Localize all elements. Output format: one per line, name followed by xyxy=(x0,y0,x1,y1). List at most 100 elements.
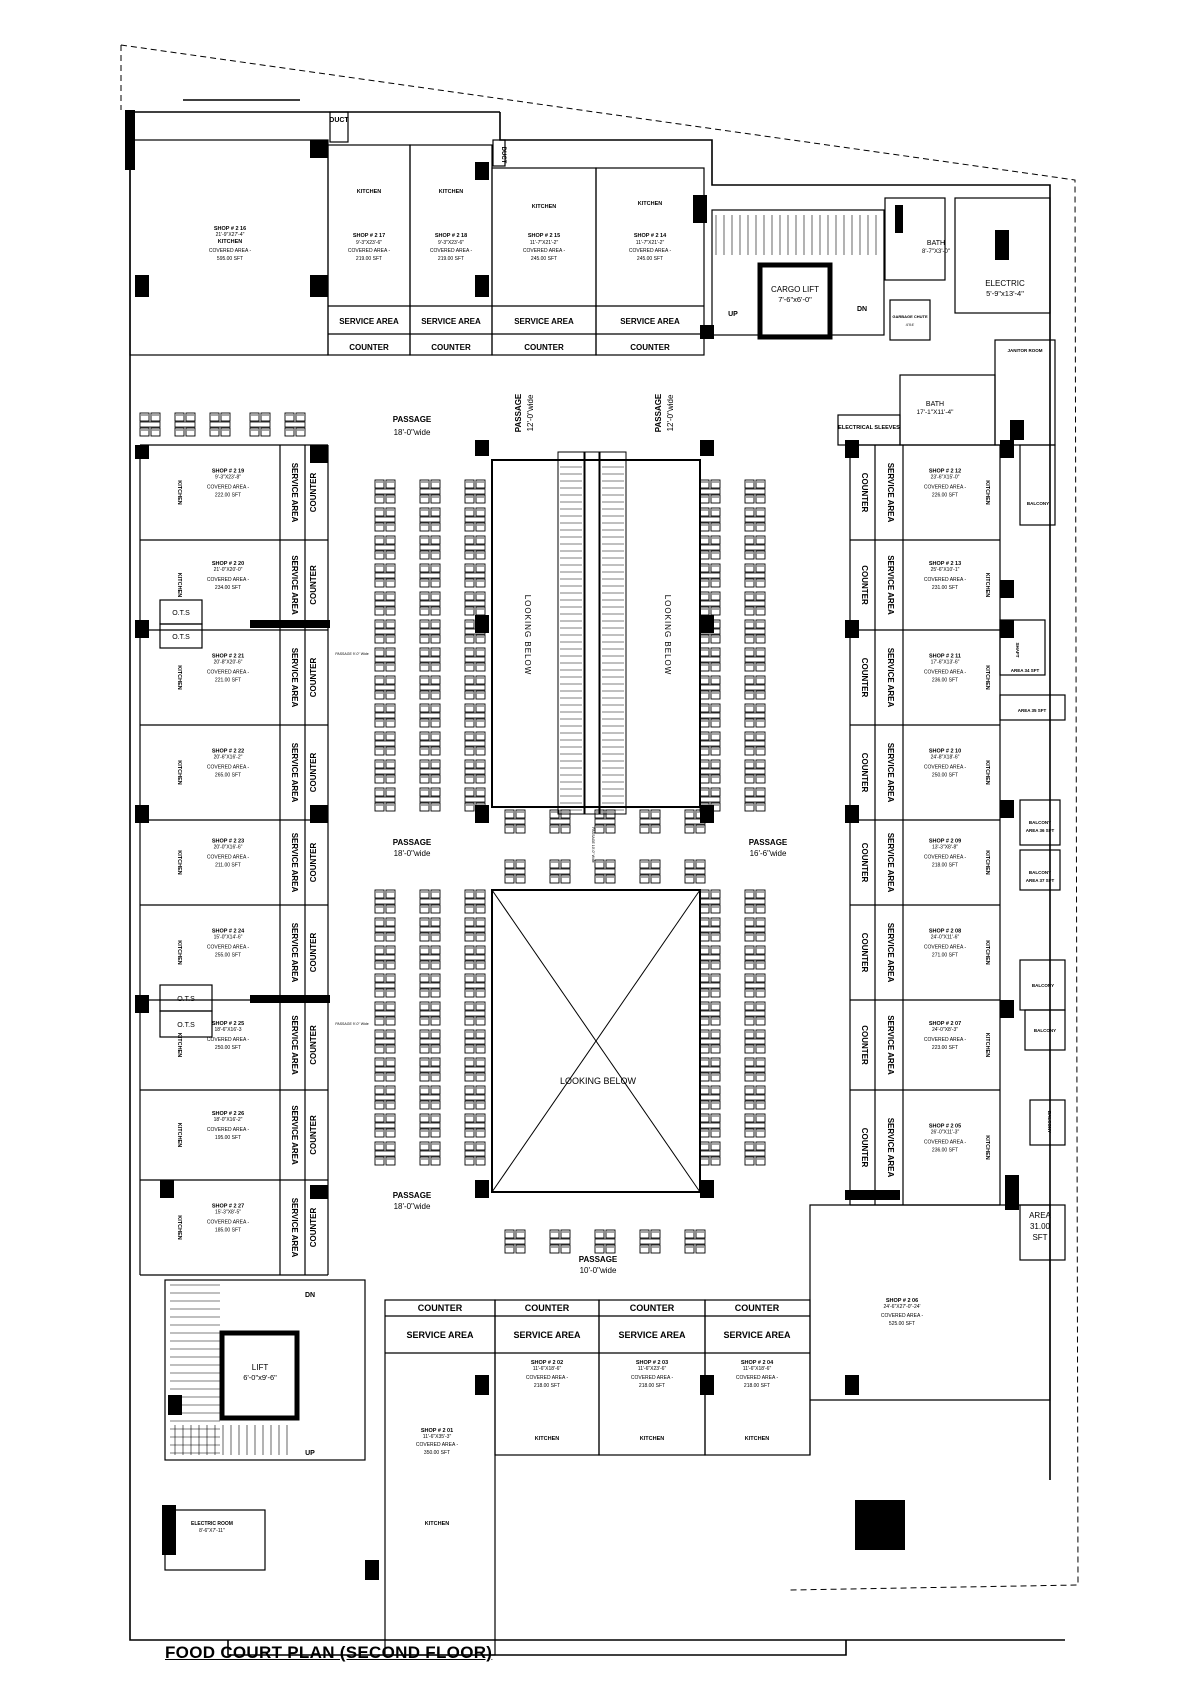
left-shop-5-service: SERVICE AREA xyxy=(290,833,299,893)
left-shop-9-area: 185.00 SFT xyxy=(215,1228,241,1234)
right-shop-6-covered: COVERED AREA - xyxy=(924,945,967,951)
shop-01-covered: COVERED AREA - xyxy=(416,1442,459,1448)
bottom-shop-1-area: 218.00 SFT xyxy=(534,1383,560,1389)
shop-01-name: SHOP # 2 01 xyxy=(421,1428,453,1434)
corner-shop-area: 595.00 SFT xyxy=(217,256,243,262)
right-shop-1-dim: 23'-6"X15'-0" xyxy=(931,475,960,481)
bottom-shop-3-dim: 11'-6"X18'-6" xyxy=(743,1366,772,1372)
right-shop-4-name: SHOP # 2 10 xyxy=(929,749,961,755)
left-shop-4-area: 265.00 SFT xyxy=(215,773,241,779)
balcony-area-4: AREA 37 SFT xyxy=(1026,878,1055,883)
left-shop-3-covered: COVERED AREA - xyxy=(207,670,250,676)
left-shop-1-covered: COVERED AREA - xyxy=(207,485,250,491)
left-shop-6-counter: COUNTER xyxy=(309,933,318,973)
top-shop-2-covered: COVERED AREA - xyxy=(430,248,473,254)
electric-dim: 5'-9"x13'-4" xyxy=(986,289,1024,298)
left-shop-8-service: SERVICE AREA xyxy=(290,1105,299,1165)
right-shop-5-dim: 13'-3"X8'-8" xyxy=(932,845,958,851)
left-shop-8-area: 195.00 SFT xyxy=(215,1135,241,1141)
left-shop-5-dim: 20'-0"X16'-6" xyxy=(214,845,243,851)
bottom-shop-3-kitchen: KITCHEN xyxy=(745,1436,769,1442)
right-shop-8-area: 236.00 SFT xyxy=(932,1148,958,1154)
balconies xyxy=(999,444,1066,1261)
bottom-shop-2-name: SHOP # 2 03 xyxy=(636,1360,668,1366)
top-shop-4-covered: COVERED AREA - xyxy=(629,248,672,254)
left-shop-2-area: 234.00 SFT xyxy=(215,585,241,591)
right-shop-8-service: SERVICE AREA xyxy=(886,1118,895,1178)
service-core xyxy=(711,197,1056,446)
right-shop-1-counter: COUNTER xyxy=(860,473,869,513)
left-shop-6-covered: COVERED AREA - xyxy=(207,945,250,951)
right-shop-6-service: SERVICE AREA xyxy=(886,923,895,983)
left-shop-4-service: SERVICE AREA xyxy=(290,743,299,803)
top-shop-3-name: SHOP # 2 15 xyxy=(528,233,560,239)
top-shop-4-name: SHOP # 2 14 xyxy=(634,233,667,239)
left-shop-6-dim: 15'-0"X14'-6" xyxy=(214,935,243,941)
balcony-area-2: AREA 35 SFT xyxy=(1018,708,1047,713)
right-shop-5-kitchen: KITCHEN xyxy=(984,850,990,874)
top-shop-2-counter: COUNTER xyxy=(431,343,471,352)
dn-label-left: DN xyxy=(305,1292,315,1299)
left-shop-6-service: SERVICE AREA xyxy=(290,923,299,983)
area-right-label: AREA xyxy=(1029,1211,1051,1220)
left-shop-3-area: 221.00 SFT xyxy=(215,678,241,684)
top-shop-3-covered: COVERED AREA - xyxy=(523,248,566,254)
right-shop-3-name: SHOP # 2 11 xyxy=(929,654,961,660)
left-shop-6-name: SHOP # 2 24 xyxy=(212,929,245,935)
area-right-value: 31.00 xyxy=(1030,1222,1051,1231)
right-shop-6-dim: 24'-0"X11'-6" xyxy=(931,935,960,941)
right-shop-7-name: SHOP # 2 07 xyxy=(929,1021,961,1027)
top-shop-2-service: SERVICE AREA xyxy=(421,317,481,326)
left-shop-7-counter: COUNTER xyxy=(309,1025,318,1065)
top-shop-4-service: SERVICE AREA xyxy=(620,317,680,326)
corner-shop-kitchen: KITCHEN xyxy=(218,239,242,245)
balcony-label-5: BALCONY xyxy=(1034,1028,1056,1033)
left-shop-7-covered: COVERED AREA - xyxy=(207,1037,250,1043)
passage-1-label: PASSAGE xyxy=(393,415,432,424)
top-shop-1-kitchen: KITCHEN xyxy=(357,189,381,195)
right-shop-5-covered: COVERED AREA - xyxy=(924,855,967,861)
shaft-label: SHAFT xyxy=(1015,643,1020,658)
right-shop-7-counter: COUNTER xyxy=(860,1025,869,1065)
balcony-label-6: BALCONY xyxy=(1047,1111,1052,1133)
cargo-lift-label: CARGO LIFT xyxy=(771,285,819,294)
bottom-shop-3-covered: COVERED AREA - xyxy=(736,1375,779,1381)
right-shop-4-kitchen: KITCHEN xyxy=(984,760,990,784)
bottom-shop-3-name: SHOP # 2 04 xyxy=(741,1360,774,1366)
right-shop-1-service: SERVICE AREA xyxy=(886,463,895,523)
right-shop-2-counter: COUNTER xyxy=(860,565,869,605)
left-shop-4-counter: COUNTER xyxy=(309,753,318,793)
left-shop-2-name: SHOP # 2 20 xyxy=(212,561,244,567)
looking-below-atrium: LOOKING BELOW xyxy=(560,1076,637,1086)
looking-below-escalator-2: LOOKING BELOW xyxy=(663,595,672,676)
right-shop-2-kitchen: KITCHEN xyxy=(984,573,990,597)
left-shop-8-covered: COVERED AREA - xyxy=(207,1127,250,1133)
right-shop-2-area: 231.00 SFT xyxy=(932,585,958,591)
bottom-shop-3-counter: COUNTER xyxy=(735,1303,780,1313)
bottom-shop-3-area: 218.00 SFT xyxy=(744,1383,770,1389)
left-shop-2-service: SERVICE AREA xyxy=(290,555,299,615)
small-note-1: PASSAGE 9'-0" Wide xyxy=(335,652,368,656)
bottom-shop-2-service: SERVICE AREA xyxy=(618,1330,686,1340)
left-shop-1-service: SERVICE AREA xyxy=(290,463,299,523)
top-shops-block xyxy=(129,111,705,356)
shop-06-covered: COVERED AREA - xyxy=(881,1313,924,1319)
right-shop-8-counter: COUNTER xyxy=(860,1128,869,1168)
left-shop-3-service: SERVICE AREA xyxy=(290,648,299,708)
site-boundary xyxy=(120,44,1079,1591)
left-shop-5-area: 211.00 SFT xyxy=(215,863,241,869)
bath-2-label: BATH xyxy=(926,401,944,408)
plan-title: FOOD COURT PLAN (SECOND FLOOR) xyxy=(165,1643,493,1662)
bottom-shop-1-covered: COVERED AREA - xyxy=(526,1375,569,1381)
left-shop-7-service: SERVICE AREA xyxy=(290,1015,299,1075)
passage-7-label: PASSAGE xyxy=(579,1255,618,1264)
left-shop-5-counter: COUNTER xyxy=(309,843,318,883)
duct-label-1: DUCT xyxy=(329,117,349,124)
right-shop-4-counter: COUNTER xyxy=(860,753,869,793)
right-shop-4-service: SERVICE AREA xyxy=(886,743,895,803)
ots-label-4: O.T.S xyxy=(177,1022,195,1029)
left-shop-6-area: 255.00 SFT xyxy=(215,953,241,959)
left-shop-3-name: SHOP # 2 21 xyxy=(212,654,244,660)
top-shop-2-kitchen: KITCHEN xyxy=(439,189,463,195)
up-label-left: UP xyxy=(305,1450,315,1457)
